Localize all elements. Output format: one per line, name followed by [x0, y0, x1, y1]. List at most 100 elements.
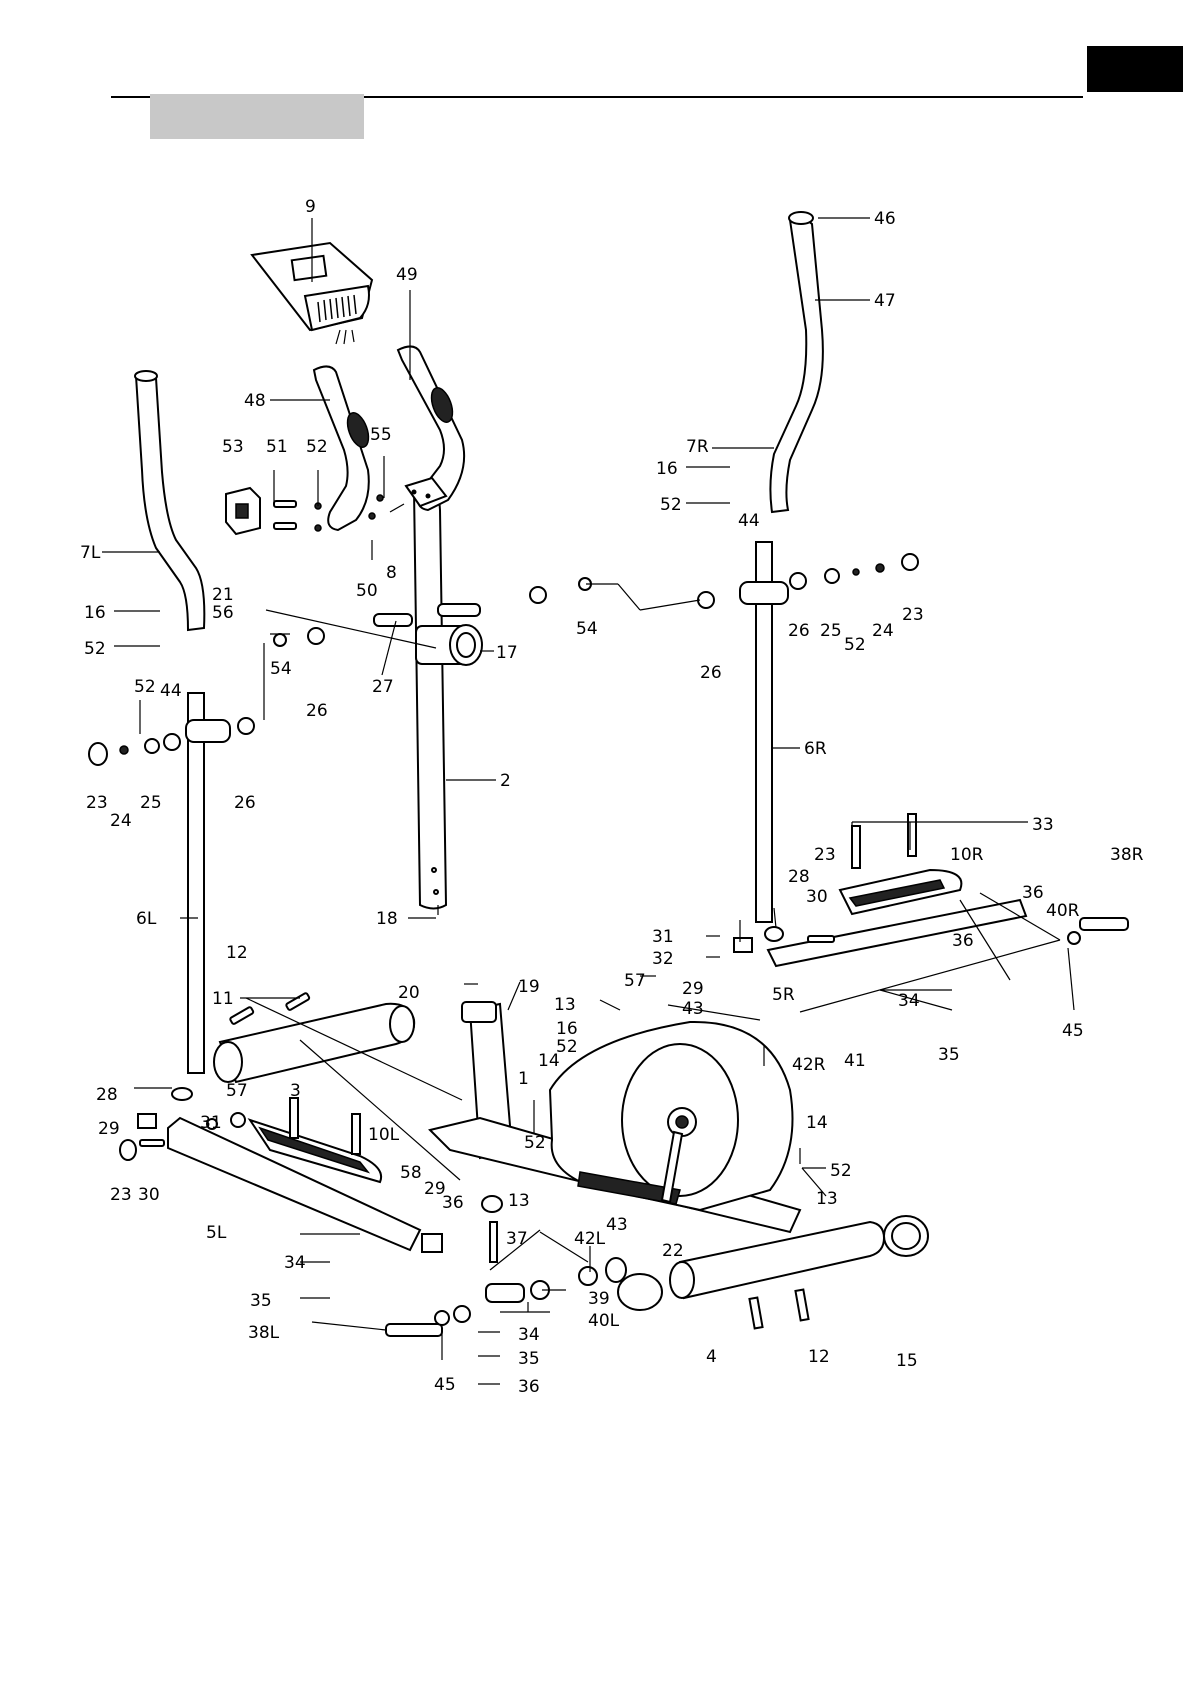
- label-part-26-center: 26: [700, 663, 722, 683]
- label-part-58: 58: [400, 1163, 422, 1183]
- label-part-53: 53: [222, 437, 244, 457]
- lower-hardware: [119, 1087, 598, 1337]
- fixed-handlebar: [312, 345, 466, 532]
- label-part-38R: 38R: [1110, 845, 1144, 865]
- label-part-10R: 10R: [950, 845, 984, 865]
- label-part-40L: 40L: [588, 1311, 620, 1331]
- label-part-3: 3: [290, 1081, 301, 1101]
- callout-labels: 9 46 47 49 48 53 51 52 55 8 50 7R 16 52 …: [80, 197, 1144, 1397]
- label-part-35-right: 35: [938, 1045, 960, 1065]
- label-part-29-left: 29: [98, 1119, 120, 1139]
- label-part-26-upper-left: 26: [306, 701, 328, 721]
- header-bar: [150, 94, 364, 139]
- label-part-26-lower-left: 26: [234, 793, 256, 813]
- label-part-6R: 6R: [804, 739, 827, 759]
- label-part-13-right: 13: [816, 1189, 838, 1209]
- label-part-25-right: 25: [820, 621, 842, 641]
- label-part-34-right: 34: [898, 991, 920, 1011]
- header-rule: [111, 96, 1083, 98]
- flywheel-housing: [548, 1020, 794, 1212]
- label-part-45-left: 45: [434, 1375, 456, 1395]
- left-arm: [134, 370, 231, 1074]
- end-caps: [605, 1215, 929, 1311]
- label-part-21: 21: [212, 585, 234, 605]
- label-part-20: 20: [398, 983, 420, 1003]
- label-part-8: 8: [386, 563, 397, 583]
- label-part-2: 2: [500, 771, 511, 791]
- label-part-23-left-arm: 23: [86, 793, 108, 813]
- left-pedal-assembly: [167, 1097, 422, 1252]
- label-part-29-center: 29: [424, 1179, 446, 1199]
- label-part-7R: 7R: [686, 437, 709, 457]
- label-part-5R: 5R: [772, 985, 795, 1005]
- label-part-36-right-lower: 36: [952, 931, 974, 951]
- parts: [88, 211, 1129, 1337]
- label-part-52-left-handle: 52: [84, 639, 106, 659]
- main-post: [412, 482, 448, 915]
- label-part-41: 41: [844, 1051, 866, 1071]
- label-part-30-left: 30: [138, 1185, 160, 1205]
- label-part-14-right: 14: [806, 1113, 828, 1133]
- label-part-14-left: 14: [538, 1051, 560, 1071]
- left-arm-hardware: [88, 627, 325, 766]
- label-part-48: 48: [244, 391, 266, 411]
- label-part-16-left: 16: [84, 603, 106, 623]
- front-stabilizer: [669, 1220, 886, 1330]
- label-part-18: 18: [376, 909, 398, 929]
- label-part-17: 17: [496, 643, 518, 663]
- label-part-52-frame-upper: 52: [556, 1037, 578, 1057]
- label-part-55: 55: [370, 425, 392, 445]
- label-part-39: 39: [588, 1289, 610, 1309]
- label-part-28-left: 28: [96, 1085, 118, 1105]
- label-part-57-right: 57: [624, 971, 646, 991]
- label-part-54-right: 54: [576, 619, 598, 639]
- label-part-5L: 5L: [206, 1223, 227, 1243]
- label-part-13-upper: 13: [554, 995, 576, 1015]
- label-part-31-right: 31: [652, 927, 674, 947]
- label-part-31-left: 31: [200, 1113, 222, 1133]
- label-part-52-frame-right: 52: [830, 1161, 852, 1181]
- label-part-4: 4: [706, 1347, 717, 1367]
- label-part-12-upper: 12: [226, 943, 248, 963]
- label-part-47: 47: [874, 291, 896, 311]
- label-part-7L: 7L: [80, 543, 101, 563]
- leader-lines: [102, 217, 1075, 1385]
- right-pedal-assembly: [733, 813, 1129, 968]
- label-part-56: 56: [212, 603, 234, 623]
- label-part-52-frame-lower: 52: [524, 1133, 546, 1153]
- label-part-45-right: 45: [1062, 1021, 1084, 1041]
- label-part-34-left-lower: 34: [518, 1325, 540, 1345]
- label-part-52-right-handle: 52: [660, 495, 682, 515]
- label-part-35-left-upper: 35: [250, 1291, 272, 1311]
- label-part-26-right: 26: [788, 621, 810, 641]
- label-part-40R: 40R: [1046, 901, 1080, 921]
- label-part-57-left: 57: [226, 1081, 248, 1101]
- label-part-51: 51: [266, 437, 288, 457]
- label-part-27: 27: [372, 677, 394, 697]
- label-part-49: 49: [396, 265, 418, 285]
- label-part-23-right-arm: 23: [902, 605, 924, 625]
- right-arm-hardware: [529, 553, 919, 609]
- label-part-32: 32: [652, 949, 674, 969]
- label-part-35-left-lower: 35: [518, 1349, 540, 1369]
- label-part-11: 11: [212, 989, 234, 1009]
- label-part-15: 15: [896, 1351, 918, 1371]
- corner-tab: [1087, 46, 1183, 92]
- label-part-25-left: 25: [140, 793, 162, 813]
- label-part-50: 50: [356, 581, 378, 601]
- label-part-54-left: 54: [270, 659, 292, 679]
- label-part-19: 19: [518, 977, 540, 997]
- label-part-42L: 42L: [574, 1229, 606, 1249]
- console: [250, 241, 374, 345]
- label-part-9: 9: [305, 197, 316, 217]
- label-part-33: 33: [1032, 815, 1054, 835]
- label-part-36-right-upper: 36: [1022, 883, 1044, 903]
- label-part-16-right: 16: [656, 459, 678, 479]
- label-part-6L: 6L: [136, 909, 157, 929]
- handlebar-bracket: [225, 486, 384, 536]
- label-part-46: 46: [874, 209, 896, 229]
- label-part-1: 1: [518, 1069, 529, 1089]
- label-part-16-frame: 16: [556, 1019, 578, 1039]
